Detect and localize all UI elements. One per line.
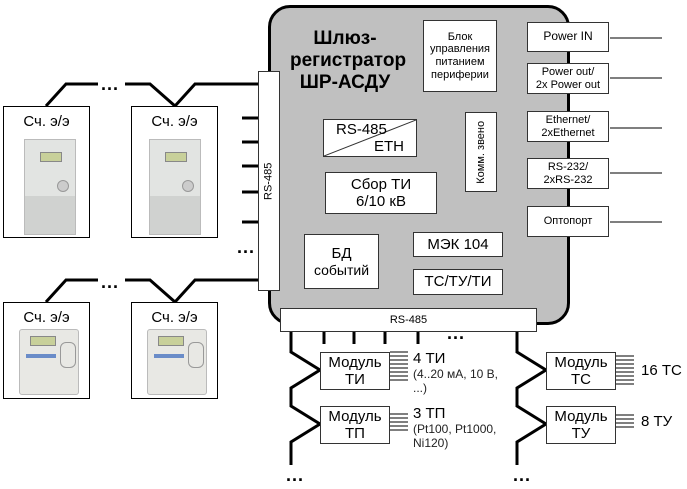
module-tc: Модуль ТС [546,352,616,390]
port-ethernet: Ethernet/ 2xEthernet [527,111,609,142]
single-phase-meter-icon [19,329,79,395]
power-control-block: Блок управления питанием периферии [423,20,497,92]
meter-label: Сч. э/э [151,309,198,326]
module-tu-description: 8 ТУ [641,413,673,430]
port-optoport: Оптопорт [527,206,609,237]
module-tu: Модуль ТУ [546,406,616,444]
rs485-eth-converter: RS-485 ETH [323,119,417,157]
gateway-title: Шлюз- регистратор ШР-АСДУ [290,28,407,93]
diagonal-divider [324,120,416,156]
switch-block: Комм. звено [465,112,497,192]
module-ti: Модуль ТИ [320,352,390,390]
meter-label: Сч. э/э [23,309,70,326]
meter-box: Сч. э/э [3,302,90,399]
meter-box: Сч. э/э [3,106,90,238]
three-phase-meter-icon [149,139,201,235]
three-phase-meter-icon [24,139,76,235]
rs485-bus-left: RS-485 [258,71,280,291]
ellipsis-upper-chain: ... [101,74,120,94]
module-tp-description: 3 ТП (Pt100, Pt1000, Ni120) [413,405,497,450]
ellipsis-bottom-bus: ... [447,323,466,343]
converter-top-label: RS-485 [336,121,387,138]
single-phase-meter-icon [147,329,207,395]
meter-label: Сч. э/э [151,113,198,130]
ellipsis-left-bus: ... [237,237,256,257]
tc-tu-ti-block: ТС/ТУ/ТИ [413,269,503,295]
port-power-out: Power out/ 2x Power out [527,63,609,94]
module-tc-description: 16 ТС [641,362,682,379]
ellipsis-lower-chain: ... [101,272,120,292]
port-power-in: Power IN [527,22,609,52]
converter-bottom-label: ETH [374,137,404,155]
meter-box: Сч. э/э [131,106,218,238]
events-db-block: БД событий [304,234,379,289]
ellipsis-left-modules: ... [286,465,305,485]
ti-collector-block: Сбор ТИ 6/10 кВ [325,172,437,214]
ellipsis-right-modules: ... [513,465,532,485]
meter-label: Сч. э/э [23,113,70,130]
meter-box: Сч. э/э [131,302,218,399]
iec104-block: МЭК 104 [413,232,503,257]
module-tp: Модуль ТП [320,406,390,444]
module-ti-description: 4 ТИ (4..20 мА, 10 В, ...) [413,350,498,395]
rs485-bus-bottom: RS-485 [280,308,537,332]
port-rs232: RS-232/ 2xRS-232 [527,158,609,189]
